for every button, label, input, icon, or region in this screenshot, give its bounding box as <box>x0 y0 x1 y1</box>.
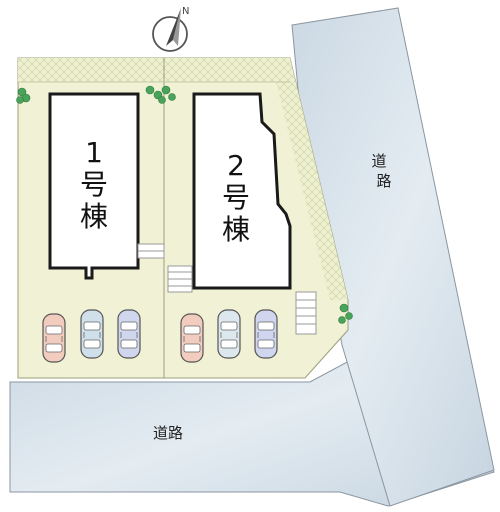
car-icon <box>217 309 241 359</box>
north-label: N <box>182 6 189 17</box>
parking-lot-1 <box>42 309 141 363</box>
south-road-label: 道路 <box>153 424 183 442</box>
entrance-steps-3 <box>295 291 317 335</box>
east-road-label-2: 路 <box>376 172 391 190</box>
car-icon <box>117 309 141 359</box>
east-road-label-1: 道 <box>371 152 386 170</box>
building-2: 2 号 棟 <box>192 92 292 290</box>
building-1-label-num: 1 <box>85 136 103 169</box>
tree-icon <box>16 85 353 324</box>
car-icon <box>42 313 66 363</box>
entrance-steps-1 <box>137 243 165 259</box>
building-2-label-go: 号 <box>222 181 250 214</box>
building-1-label-to: 棟 <box>80 200 108 233</box>
north-arrow-icon: N <box>152 6 189 52</box>
building-1: 1 号 棟 <box>48 92 140 280</box>
building-2-label-to: 棟 <box>222 213 250 246</box>
car-icon <box>80 309 104 359</box>
building-1-label-go: 号 <box>80 168 108 201</box>
parking-lot-2 <box>180 309 278 363</box>
building-2-label-num: 2 <box>227 149 245 182</box>
car-icon <box>254 309 278 359</box>
car-icon <box>180 313 204 363</box>
entrance-steps-2 <box>167 265 193 293</box>
